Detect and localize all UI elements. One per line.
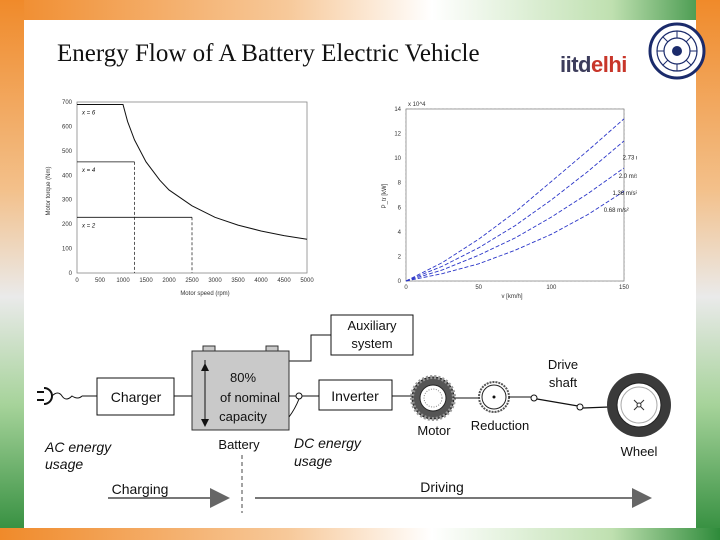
battery-terminal-right (265, 345, 279, 352)
torque-chart-ylabel: Motor torque (Nm) (46, 166, 52, 215)
torque-x-tick-label: 4000 (254, 278, 268, 284)
power-y-tick-label: 10 (394, 156, 401, 162)
auxiliary-label-1: Auxiliary (347, 318, 397, 333)
power-series-label: 1.36 m/s² (612, 191, 637, 197)
drive-shaft-icon (530, 394, 610, 411)
power-series-label: 0.68 m/s² (604, 208, 629, 214)
power-x-tick-label: 50 (475, 285, 482, 291)
power-series-line (405, 118, 625, 282)
power-chart-exponent: x 10^4 (408, 102, 426, 108)
driving-label: Driving (420, 479, 464, 495)
ac-energy-label-1: AC energy (44, 439, 112, 455)
battery-label: Battery (218, 437, 260, 452)
torque-x-tick-label: 1000 (116, 278, 130, 284)
torque-x-tick-label: 3000 (208, 278, 222, 284)
aux-wire (289, 334, 331, 362)
torque-curve (77, 103, 308, 240)
reduction-label: Reduction (471, 418, 530, 433)
torque-y-tick-label: 0 (69, 271, 73, 277)
power-x-tick-label: 100 (546, 285, 557, 291)
torque-y-tick-label: 700 (62, 100, 73, 106)
torque-x-tick-label: 0 (75, 278, 79, 284)
power-y-tick-label: 0 (398, 279, 402, 285)
frame-bottom-border (0, 528, 720, 540)
power-series-line (405, 167, 625, 282)
gear-ratio-label: x = 6 (81, 110, 96, 116)
institute-logo-text: iitdelhi (560, 52, 627, 78)
battery-soc-percent: 80% (230, 370, 256, 385)
drive-shaft-label-2: shaft (549, 375, 578, 390)
power-series-line (405, 190, 625, 282)
charger-label: Charger (111, 389, 162, 405)
power-y-tick-label: 4 (398, 230, 402, 236)
dc-probe-wire (288, 398, 300, 418)
torque-x-tick-label: 2500 (185, 278, 199, 284)
frame-right-border (696, 0, 720, 540)
traction-power-chart: 0 50 100 150 0 2 4 6 8 10 12 14 2.73 m/s² 2.0 m/s² 1… (382, 102, 637, 300)
torque-y-tick-label: 500 (62, 149, 73, 155)
torque-chart-xlabel: Motor speed (rpm) (180, 291, 229, 297)
battery-soc-line3: capacity (219, 409, 267, 424)
torque-x-tick-label: 2000 (162, 278, 176, 284)
battery-terminal-left (202, 345, 216, 352)
torque-x-tick-label: 5000 (300, 278, 314, 284)
torque-x-tick-label: 3500 (231, 278, 245, 284)
gear-ratio-label: x = 2 (81, 223, 96, 229)
inverter-box (318, 379, 393, 411)
power-y-tick-label: 8 (398, 181, 402, 187)
motor-label: Motor (417, 423, 451, 438)
plug-icon (37, 387, 83, 405)
power-y-tick-label: 14 (394, 107, 401, 113)
auxiliary-system-box (330, 314, 414, 356)
charger-box (96, 377, 175, 416)
power-x-tick-label: 0 (404, 285, 408, 291)
frame-top-border (0, 0, 720, 20)
wheel-label: Wheel (621, 444, 658, 459)
torque-y-tick-label: 100 (62, 247, 73, 253)
institute-seal-icon (648, 22, 706, 80)
logo-text-a: iitd (560, 52, 592, 77)
inverter-label: Inverter (331, 388, 379, 404)
motor-icon (410, 375, 456, 421)
torque-x-tick-label: 4500 (277, 278, 291, 284)
torque-y-tick-label: 300 (62, 198, 73, 204)
power-series-label: 2.73 m/s² (623, 155, 637, 161)
power-series-label: 2.0 m/s² (619, 174, 637, 180)
drive-shaft-label-1: Drive (548, 357, 578, 372)
energy-flow-diagram: Auxiliary system 80% of nominal capacity… (37, 314, 671, 513)
torque-x-tick-label: 500 (95, 278, 106, 284)
power-y-tick-label: 2 (398, 254, 402, 260)
wheel-icon (607, 373, 671, 437)
power-series-line (405, 140, 625, 282)
gear-ratio-label: x = 4 (81, 168, 96, 174)
dc-energy-label-1: DC energy (294, 435, 362, 451)
charging-label: Charging (112, 481, 169, 497)
slide-title: Energy Flow of A Battery Electric Vehicl… (57, 40, 480, 67)
frame-left-border (0, 0, 24, 540)
torque-x-tick-label: 1500 (139, 278, 153, 284)
torque-y-tick-label: 200 (62, 222, 73, 228)
logo-text-b: elhi (591, 52, 627, 77)
ac-energy-label-2: usage (45, 456, 83, 472)
auxiliary-label-2: system (351, 336, 392, 351)
power-x-tick-label: 150 (619, 285, 630, 291)
power-chart-ylabel: P_tr [kW] (382, 183, 388, 208)
dc-probe-icon (295, 392, 303, 400)
power-y-tick-label: 6 (398, 205, 402, 211)
battery-soc-line2: of nominal (220, 390, 280, 405)
torque-y-tick-label: 400 (62, 173, 73, 179)
power-chart-xlabel: v [km/h] (501, 294, 522, 300)
torque-y-tick-label: 600 (62, 124, 73, 130)
reduction-gear-icon (478, 381, 510, 413)
dc-energy-label-2: usage (294, 453, 332, 469)
power-plot-area (405, 108, 625, 282)
power-y-tick-label: 12 (394, 132, 401, 138)
